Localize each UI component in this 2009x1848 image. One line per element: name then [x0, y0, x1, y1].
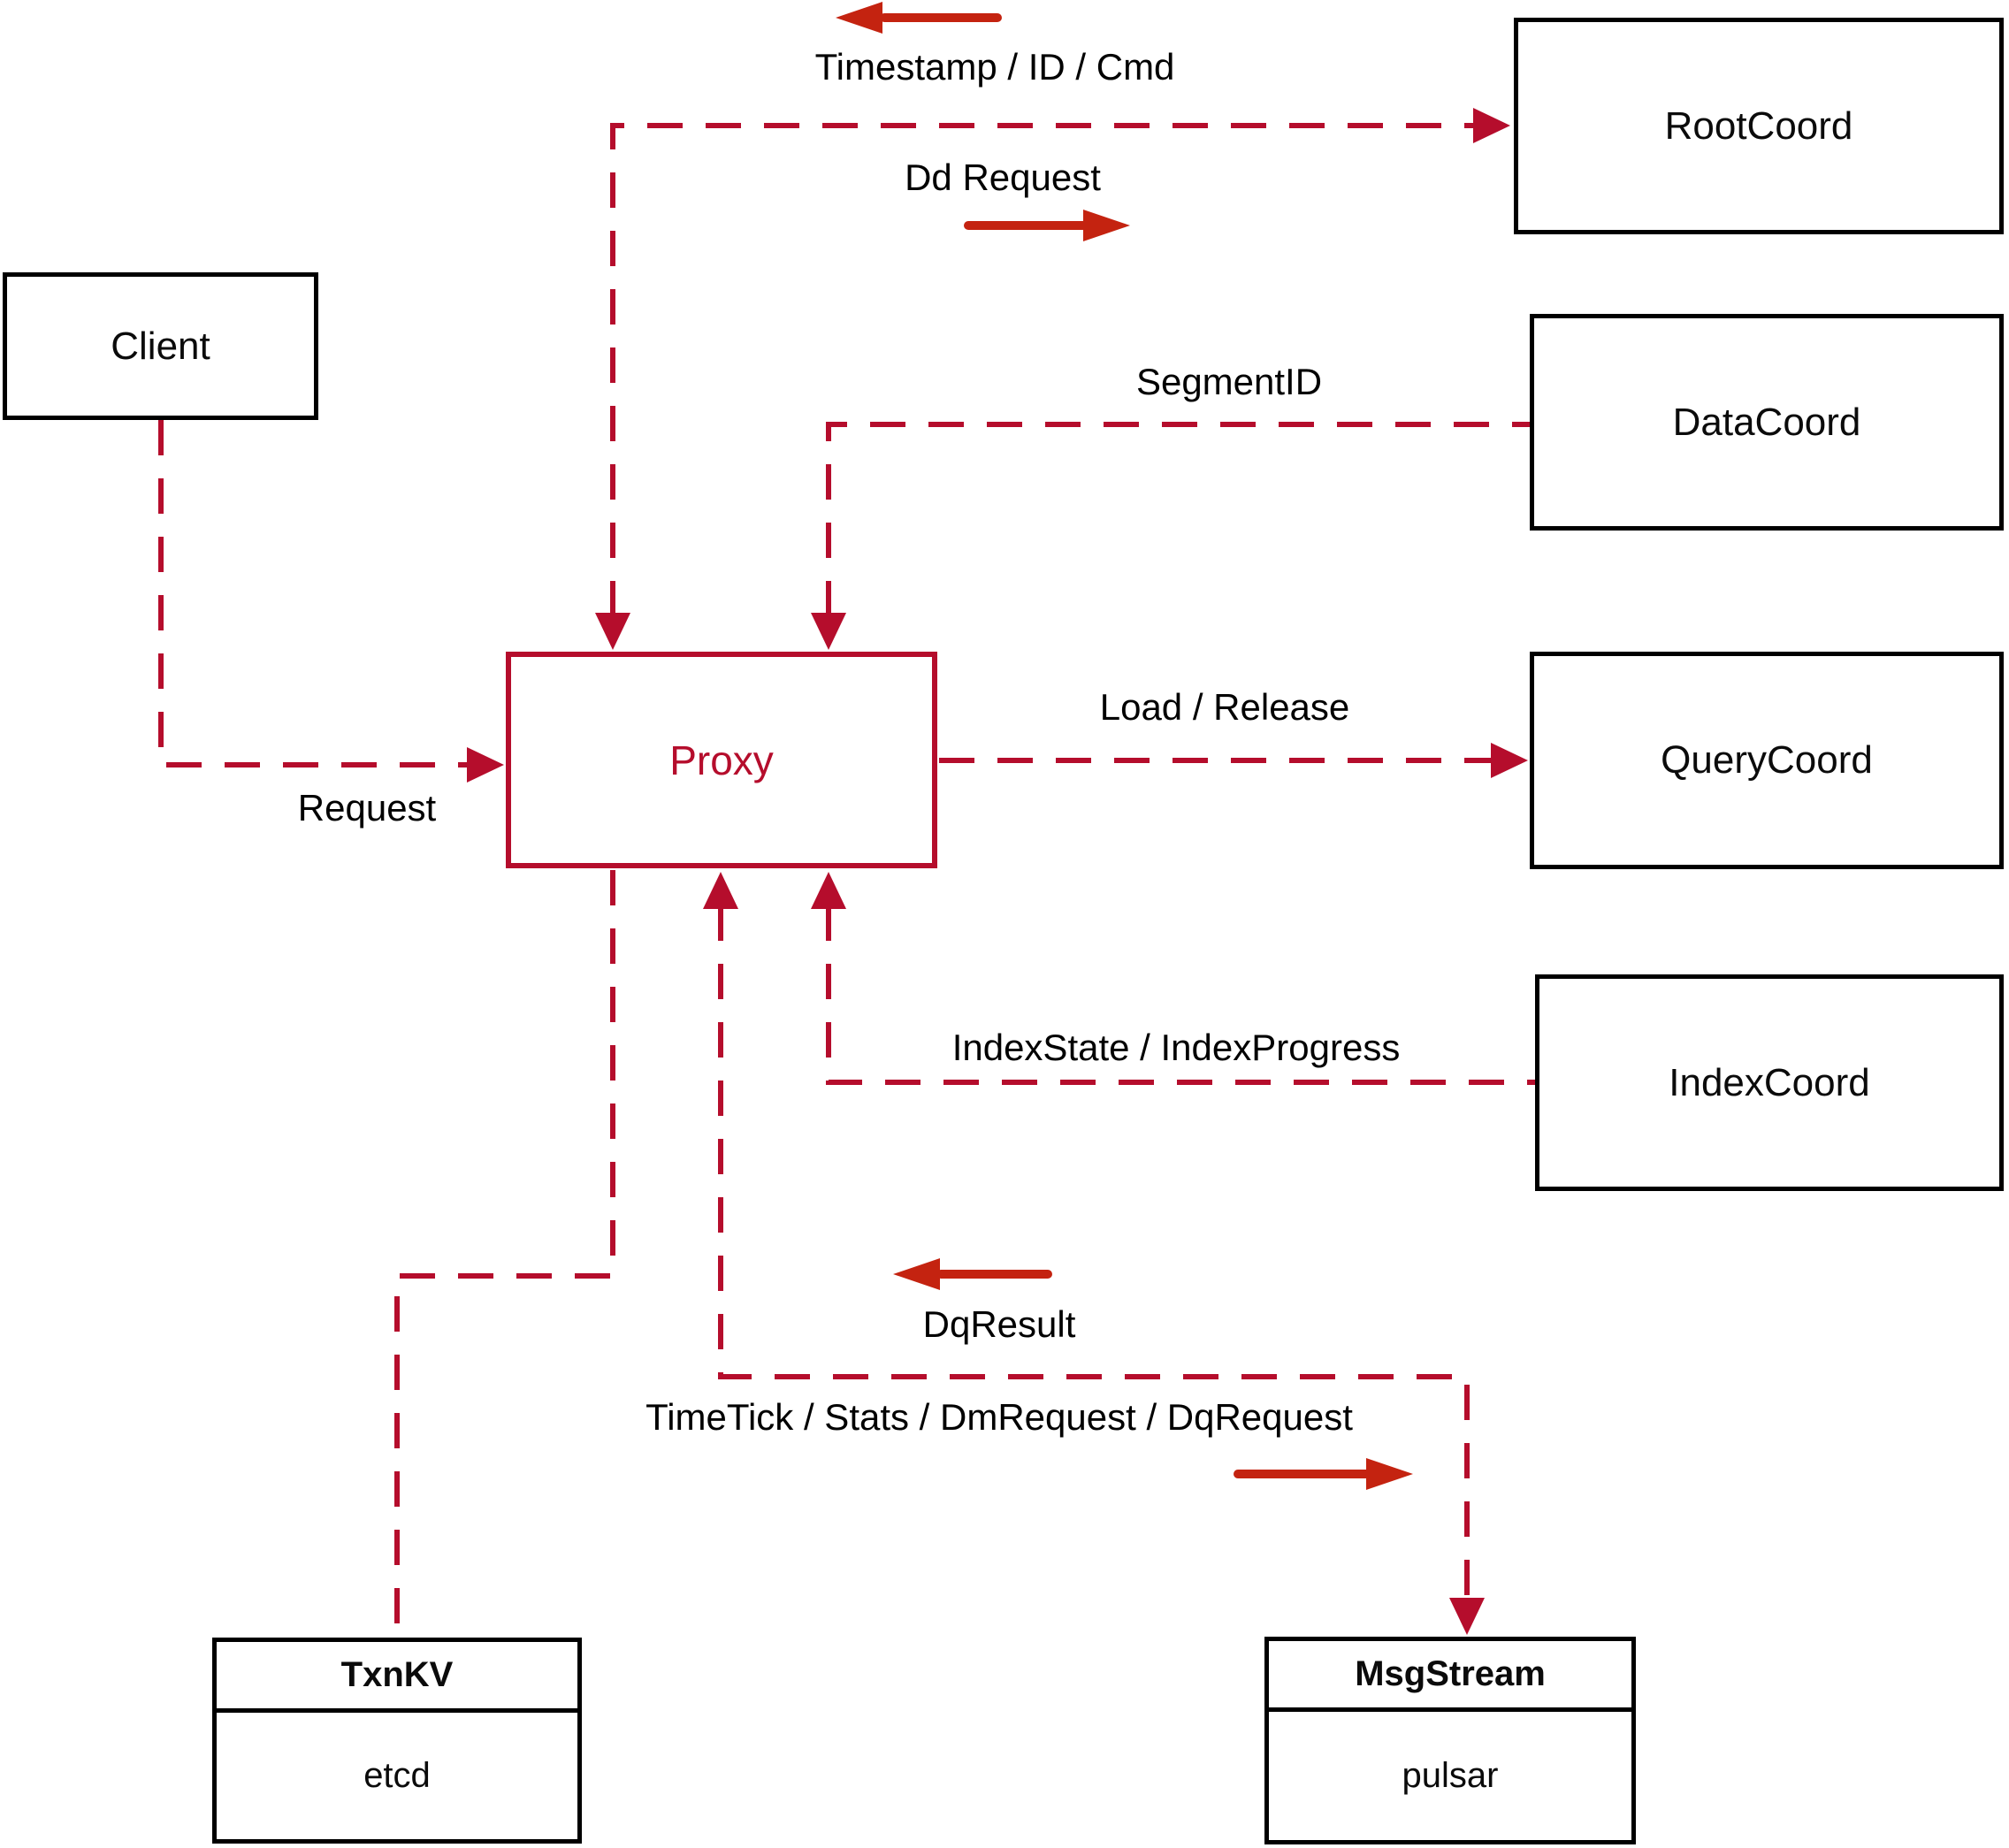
edge-proxy-msgstream: [703, 872, 1485, 1635]
arrowhead-into-rootcoord-icon: [1473, 108, 1510, 143]
txnkv-subtitle: etcd: [363, 1756, 431, 1795]
label-index-state: IndexState / IndexProgress: [951, 1027, 1401, 1068]
edge-indexcoord-to-proxy: [811, 872, 1535, 1085]
msgstream-title: MsgStream: [1269, 1641, 1631, 1712]
flow-arrow-right-dd-request-icon: [964, 210, 1130, 241]
label-dq-result: DqResult: [922, 1303, 1076, 1345]
arrowhead-into-proxy-left-icon: [467, 747, 504, 783]
msgstream-subtitle: pulsar: [1402, 1756, 1499, 1795]
rootcoord-node: RootCoord: [1514, 18, 2004, 234]
flow-arrow-right-timetick-icon: [1234, 1458, 1413, 1490]
label-load-release: Load / Release: [1099, 686, 1350, 728]
arrowhead-into-proxy-top-right-icon: [811, 613, 846, 650]
label-segment-id: SegmentID: [1135, 361, 1323, 402]
edge-proxy-to-txnkv: [394, 870, 615, 1638]
flow-arrow-left-timestamp-icon: [836, 2, 1002, 34]
msgstream-node: MsgStream pulsar: [1264, 1637, 1636, 1844]
datacoord-label: DataCoord: [1672, 400, 1861, 444]
label-request: Request: [297, 787, 437, 829]
edge-datacoord-to-proxy: [811, 422, 1530, 650]
indexcoord-node: IndexCoord: [1535, 974, 2004, 1191]
indexcoord-label: IndexCoord: [1669, 1060, 1870, 1104]
rootcoord-label: RootCoord: [1664, 103, 1853, 148]
edge-proxy-to-querycoord: [939, 743, 1528, 778]
querycoord-label: QueryCoord: [1661, 738, 1873, 782]
client-label: Client: [111, 324, 210, 368]
arrowhead-into-msgstream-icon: [1449, 1598, 1485, 1635]
txnkv-node: TxnKV etcd: [212, 1638, 582, 1844]
client-node: Client: [3, 272, 318, 420]
querycoord-node: QueryCoord: [1530, 652, 2004, 869]
edge-proxy-rootcoord: [595, 108, 1510, 650]
label-timestamp-id-cmd: Timestamp / ID / Cmd: [814, 46, 1175, 88]
arrowhead-into-proxy-bottom-right-icon: [811, 872, 846, 909]
proxy-node: Proxy: [506, 652, 937, 868]
arrowhead-into-proxy-top-left-icon: [595, 613, 630, 650]
flow-arrow-left-dqresult-icon: [893, 1258, 1052, 1290]
edge-client-to-proxy: [158, 420, 504, 783]
proxy-label: Proxy: [669, 737, 774, 783]
arrowhead-into-querycoord-icon: [1491, 743, 1528, 778]
txnkv-title: TxnKV: [217, 1642, 577, 1713]
label-timetick: TimeTick / Stats / DmRequest / DqRequest: [645, 1396, 1353, 1438]
label-dd-request: Dd Request: [905, 157, 1101, 198]
datacoord-node: DataCoord: [1530, 314, 2004, 531]
arrowhead-into-proxy-bottom-left-icon: [703, 872, 738, 909]
